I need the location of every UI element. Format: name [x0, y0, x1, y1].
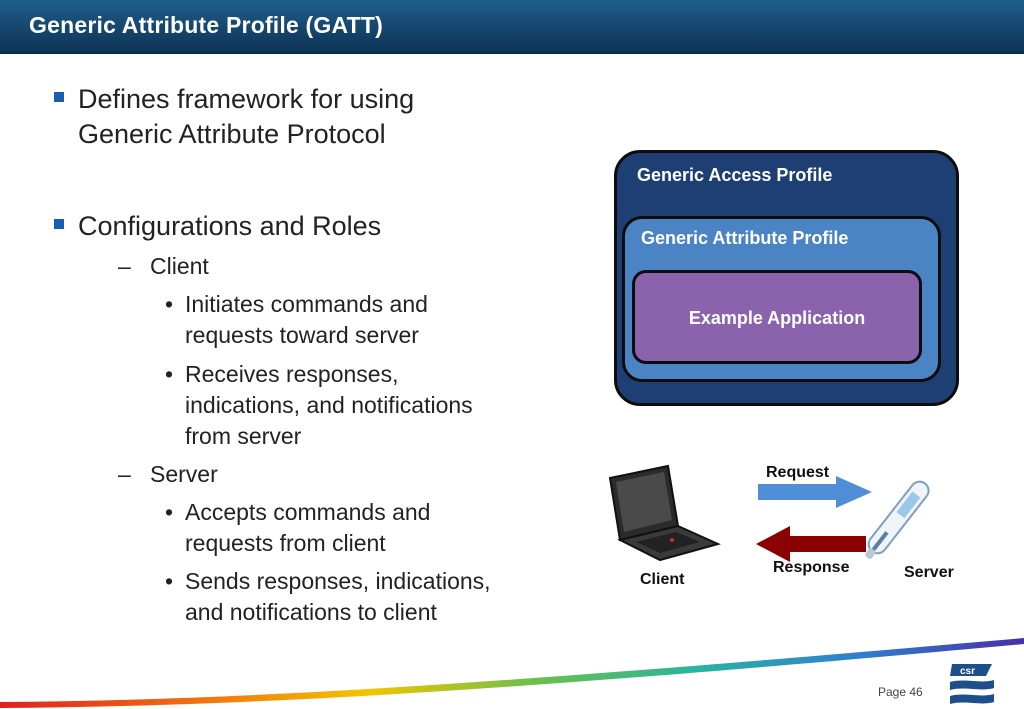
bullet-framework: Defines framework for using Generic Attr… — [54, 82, 538, 152]
title-bar: Generic Attribute Profile (GATT) — [0, 0, 1024, 54]
gatt-label: Generic Attribute Profile — [641, 228, 849, 248]
server-item-accepts: • Accepts commands and requests from cli… — [165, 499, 431, 556]
client-server-flow — [608, 464, 930, 562]
request-label: Request — [766, 464, 830, 481]
bullet-square-icon — [54, 219, 64, 229]
app-label: Example Application — [688, 308, 866, 328]
response-arrow-icon — [756, 526, 866, 562]
client-item-receives: • Receives responses, indications, and n… — [165, 361, 473, 449]
sub-bullet-server: – Server — [118, 461, 218, 487]
csr-logo: csr — [946, 656, 998, 706]
server-label: Server — [904, 564, 954, 581]
request-arrow-icon — [758, 476, 872, 508]
slide-title: Generic Attribute Profile (GATT) — [29, 12, 383, 38]
laptop-icon — [608, 464, 721, 562]
sub-bullet-client: – Client — [118, 253, 209, 279]
app-box — [632, 270, 922, 364]
bullet-configurations: Configurations and Roles — [54, 209, 538, 244]
page-number: Page 46 — [878, 685, 923, 699]
rainbow-swoosh — [0, 638, 1024, 708]
thermometer-icon — [865, 480, 930, 559]
svg-text:csr: csr — [960, 666, 975, 677]
client-label: Client — [640, 571, 685, 588]
client-item-initiates: • Initiates commands and requests toward… — [165, 291, 428, 348]
bullet-square-icon — [54, 92, 64, 102]
server-item-sends: • Sends responses, indications, and noti… — [165, 568, 491, 625]
response-label: Response — [773, 559, 850, 576]
gap-label: Generic Access Profile — [637, 165, 833, 185]
